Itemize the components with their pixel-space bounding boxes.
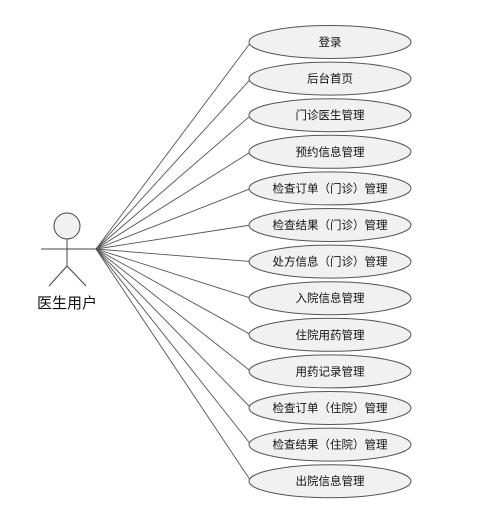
use-case-ellipse: [248, 25, 412, 59]
actor-head: [53, 212, 81, 240]
use-case: 预约信息管理: [248, 134, 412, 169]
use-case: 检查结果（门诊）管理: [248, 208, 412, 242]
use-case-ellipse: [248, 134, 412, 169]
use-case-label: 入院信息管理: [296, 291, 365, 305]
association-line: [95, 248, 252, 482]
association-line: [95, 78, 252, 250]
use-case-label: 用药记录管理: [296, 364, 365, 378]
association-lines: [95, 41, 252, 482]
actor-label: 医生用户: [37, 294, 97, 312]
use-case-label: 检查结果（住院）管理: [273, 438, 388, 452]
association-line: [95, 187, 252, 250]
use-case-ellipse: [248, 208, 412, 242]
use-case: 出院信息管理: [248, 464, 412, 499]
actor: 医生用户: [37, 212, 97, 312]
actor-right-leg: [66, 265, 87, 287]
use-case: 检查订单（住院）管理: [248, 391, 412, 425]
use-case-ellipse: [248, 281, 412, 316]
association-line: [95, 248, 252, 336]
use-case-label: 住院用药管理: [296, 328, 365, 342]
use-case: 用药记录管理: [248, 354, 412, 389]
use-case: 处方信息（门诊）管理: [248, 244, 412, 279]
use-case-label: 后台首页: [307, 72, 353, 86]
association-line: [95, 248, 252, 445]
association-line: [95, 248, 252, 299]
use-case-label: 门诊医生管理: [296, 108, 365, 122]
use-case: 入院信息管理: [248, 281, 412, 316]
use-case-label: 登录: [319, 35, 342, 49]
use-case-ellipse: [248, 98, 412, 133]
use-case-ellipse: [248, 61, 412, 96]
use-case-label: 处方信息（门诊）管理: [273, 255, 388, 269]
use-case-ellipse: [248, 171, 412, 206]
use-case: 门诊医生管理: [248, 98, 412, 133]
use-case-ellipse: [248, 317, 412, 352]
use-case-label: 出院信息管理: [296, 474, 365, 488]
association-line: [95, 41, 252, 250]
use-case: 登录: [248, 25, 412, 59]
use-case-ellipse: [248, 391, 412, 425]
use-case-ellipse: [248, 354, 412, 389]
use-case-label: 检查订单（门诊）管理: [273, 181, 388, 195]
association-line: [95, 151, 252, 250]
use-case-label: 预约信息管理: [296, 145, 365, 159]
association-line: [95, 224, 252, 250]
association-line: [95, 248, 252, 263]
use-case-label: 检查结果（门诊）管理: [273, 218, 388, 232]
use-case-label: 检查订单（住院）管理: [273, 401, 388, 415]
use-case-ellipse: [248, 427, 412, 462]
association-line: [95, 114, 252, 250]
use-cases: 登录后台首页门诊医生管理预约信息管理检查订单（门诊）管理检查结果（门诊）管理处方…: [248, 25, 412, 499]
use-case: 检查订单（门诊）管理: [248, 171, 412, 206]
use-case: 后台首页: [248, 61, 412, 96]
association-line: [95, 248, 252, 372]
use-case-ellipse: [248, 244, 412, 279]
association-line: [95, 248, 252, 409]
use-case: 检查结果（住院）管理: [248, 427, 412, 462]
actor-left-leg: [48, 265, 68, 287]
use-case: 住院用药管理: [248, 317, 412, 352]
use-case-ellipse: [248, 464, 412, 499]
